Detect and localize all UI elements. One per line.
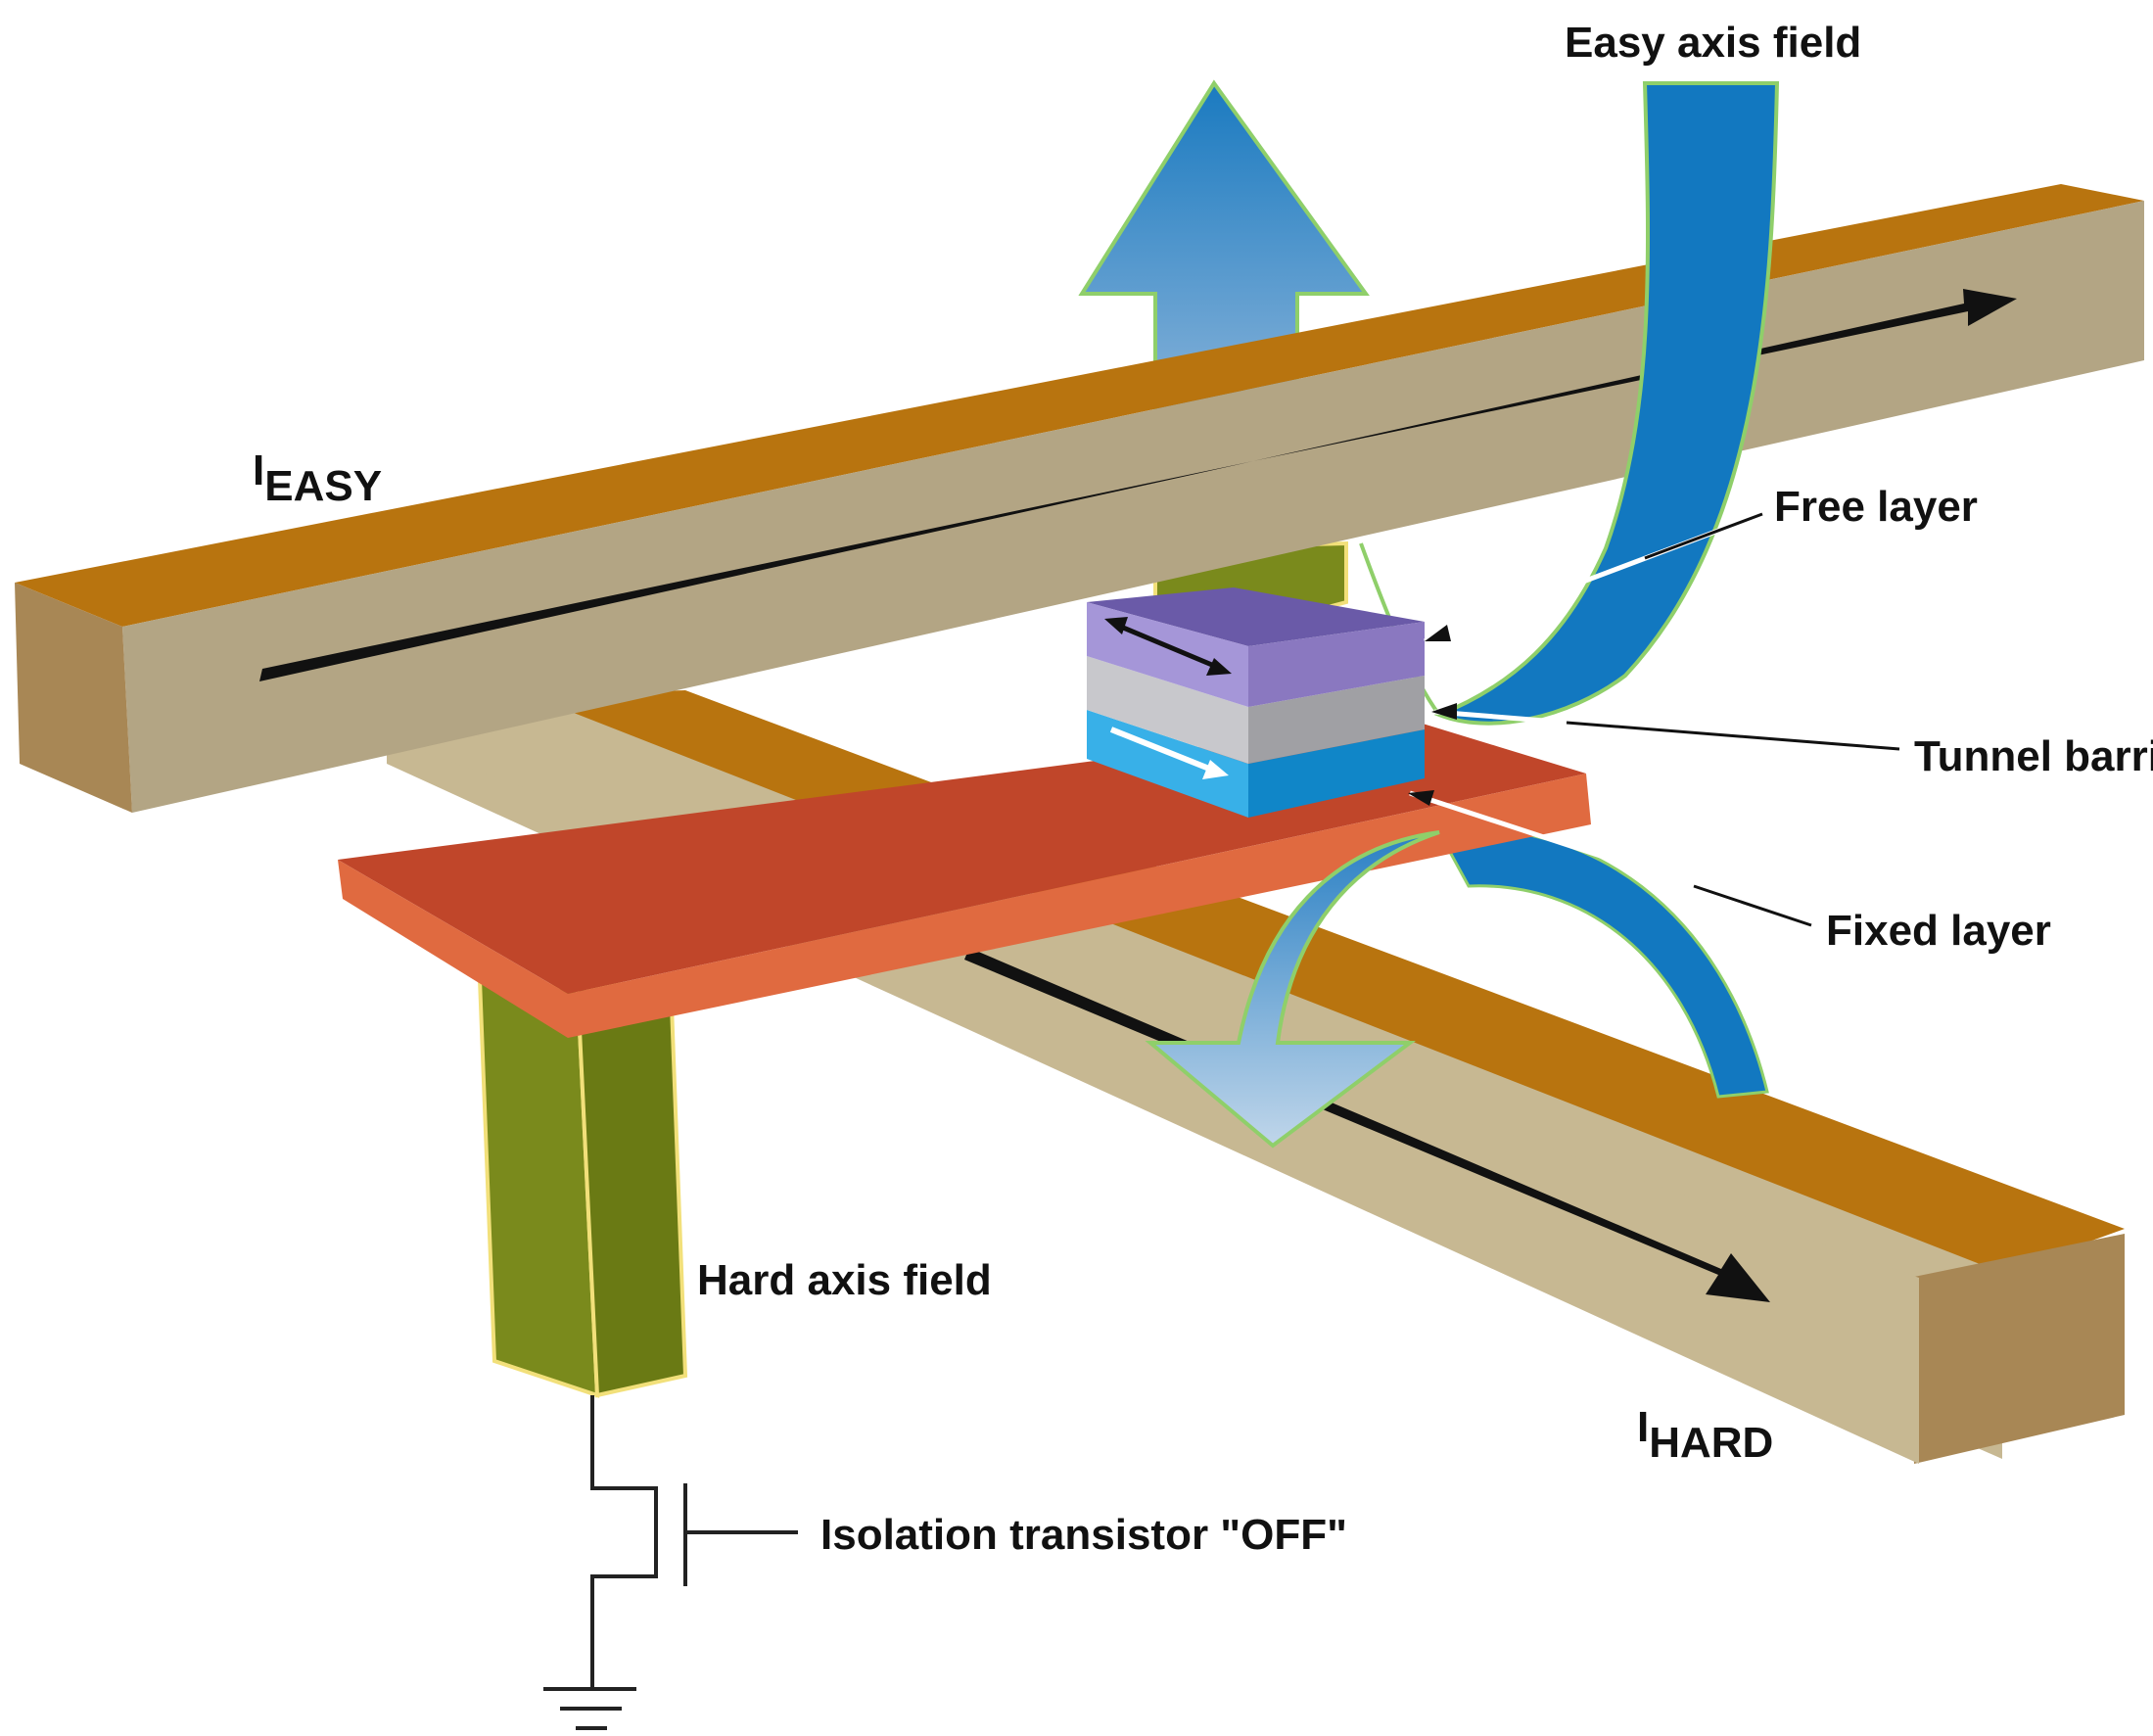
isolation-transistor-label: Isolation transistor "OFF" (820, 1511, 1347, 1559)
isolation-transistor-schematic (543, 1395, 798, 1730)
tunnel-barrier-label: Tunnel barrier (1914, 732, 2153, 780)
free-layer-top (1087, 587, 1425, 646)
i-easy-main: I (253, 446, 264, 494)
via-column (477, 976, 688, 1398)
hard-current-arrow (964, 948, 1770, 1302)
fixed-layer-label: Fixed layer (1826, 907, 2051, 955)
free-layer-magnetization (1115, 622, 1220, 671)
hard-axis-field-label: Hard axis field (697, 1256, 992, 1304)
transistor-drain-wire (590, 1395, 658, 1689)
easy-axis-field-label: Easy axis field (1565, 19, 1861, 67)
callout-lines (1408, 511, 1900, 928)
hard-axis-field-arrow-front (1145, 830, 1440, 1149)
plate-front-edge (338, 860, 568, 1038)
free-leader-arrowhead (1425, 625, 1451, 641)
mtj-stack (1087, 587, 1425, 818)
barrier-side (1248, 676, 1425, 764)
i-easy-label: IEASY (253, 446, 382, 510)
fixed-layer-side (1248, 729, 1425, 818)
fixed-arrowhead (1202, 760, 1229, 779)
tunnel-leader-arrowhead (1431, 703, 1457, 720)
free-arrowhead-right (1206, 658, 1232, 676)
down-arrow-body (1145, 830, 1440, 1149)
easy-current-line (15, 184, 2144, 813)
fixed-layer-leader-black (1693, 884, 1812, 927)
i-hard-main: I (1637, 1403, 1649, 1451)
i-easy-sub: EASY (264, 462, 382, 510)
i-hard-sub: HARD (1649, 1419, 1773, 1467)
via-side (575, 976, 688, 1398)
easy-line-end (15, 583, 132, 813)
free-arrowhead-left (1104, 617, 1128, 634)
fixed-layer-magnetization (1109, 727, 1211, 772)
easy-line-face (122, 201, 2144, 813)
easy-current-arrow (259, 289, 2017, 681)
easy-line-top (15, 184, 2144, 627)
free-layer-label: Free layer (1774, 483, 1978, 531)
free-layer-side (1248, 622, 1425, 707)
fixed-leader-arrowhead (1408, 790, 1434, 806)
plate-right-edge (568, 774, 1591, 1038)
free-layer-leader-black (1644, 512, 1763, 560)
hard-line-end (1909, 1234, 2125, 1464)
i-hard-label: IHARD (1637, 1403, 1773, 1467)
barrier-front (1087, 656, 1248, 764)
tunnel-barrier-leader-black (1566, 721, 1900, 751)
easy-field-band (1433, 81, 1780, 726)
